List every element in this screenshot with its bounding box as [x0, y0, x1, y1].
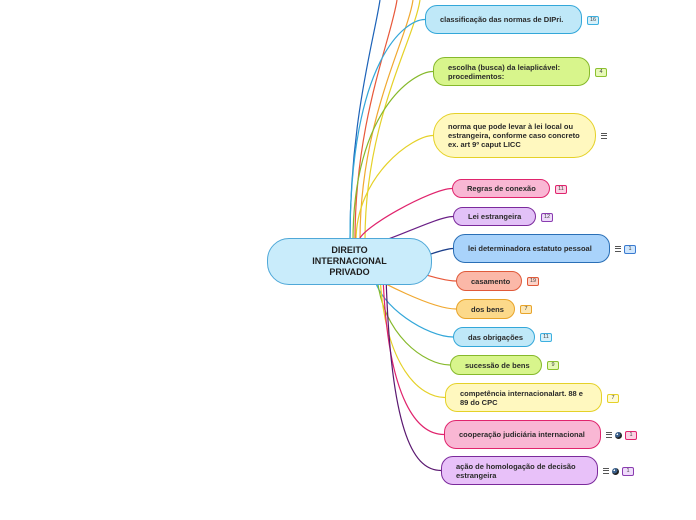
- subtopic-count-badge[interactable]: 19: [527, 277, 540, 286]
- subtopic-count-badge[interactable]: 1: [622, 466, 634, 476]
- note-icon[interactable]: [615, 245, 621, 252]
- branch-connector: [349, 18, 426, 242]
- branch-connector: [355, 134, 434, 242]
- branch-topic-label: cooperação judiciária internacional: [459, 430, 585, 439]
- offscreen-branch-line: [364, 0, 421, 241]
- note-icon[interactable]: [606, 431, 612, 438]
- branch-topic-label: Lei estrangeira: [468, 212, 522, 221]
- branch-topic[interactable]: lei determinadora estatuto pessoal: [453, 234, 610, 263]
- branch-topic-label: dos bens: [471, 304, 504, 314]
- subtopic-count-badge[interactable]: 12: [541, 212, 554, 222]
- branch-topic-label: classificação das normas de DIPri.: [440, 15, 564, 24]
- note-icon[interactable]: [603, 467, 609, 474]
- subtopic-count-badge[interactable]: 11: [540, 333, 552, 342]
- offscreen-branch-line: [354, 0, 398, 241]
- branch-connector: [385, 275, 442, 472]
- branch-topic[interactable]: cooperação judiciária internacional: [444, 420, 601, 449]
- branch-topic[interactable]: dos bens: [456, 299, 515, 319]
- branch-topic[interactable]: competência internacionalart. 88 e 89 do…: [445, 383, 602, 412]
- note-icon[interactable]: [601, 132, 607, 139]
- offscreen-branch-line: [359, 0, 414, 241]
- branch-topic[interactable]: casamento: [456, 271, 522, 291]
- branch-connector: [352, 70, 434, 242]
- central-topic[interactable]: DIREITO INTERNACIONAL PRIVADO: [267, 238, 432, 285]
- branch-topic[interactable]: Regras de conexão: [452, 179, 550, 198]
- subtopic-count-badge[interactable]: 4: [595, 67, 607, 77]
- subtopic-count-badge[interactable]: 11: [555, 184, 567, 194]
- branch-topic[interactable]: escolha (busca) da leiaplicável: procedi…: [433, 57, 590, 86]
- branch-connector: [376, 275, 451, 366]
- branch-topic[interactable]: ação de homologação de decisão estrangei…: [441, 456, 598, 485]
- subtopic-count-badge[interactable]: 1: [624, 244, 636, 254]
- branch-connector: [379, 275, 446, 399]
- branch-topic[interactable]: norma que pode levar à lei local ou estr…: [433, 113, 596, 158]
- branch-topic[interactable]: classificação das normas de DIPri.: [425, 5, 582, 34]
- branch-topic-label: ação de homologação de decisão estrangei…: [456, 461, 576, 480]
- branch-topic-label: casamento: [471, 276, 511, 286]
- branch-connector: [382, 275, 445, 436]
- branch-topic-label: escolha (busca) da leiaplicável: procedi…: [448, 62, 561, 81]
- central-topic-label: DIREITO INTERNACIONAL PRIVADO: [312, 245, 387, 277]
- branch-connector: [358, 187, 453, 242]
- branch-topic-label: Regras de conexão: [467, 184, 536, 193]
- branch-topic[interactable]: sucessão de bens: [450, 355, 542, 375]
- subtopic-count-badge[interactable]: 7: [607, 393, 619, 403]
- branch-topic-label: das obrigações: [468, 332, 524, 342]
- branch-topic[interactable]: das obrigações: [453, 327, 535, 347]
- branch-topic-label: sucessão de bens: [465, 360, 530, 370]
- subtopic-count-badge[interactable]: 16: [587, 15, 600, 25]
- branch-topic-label: competência internacionalart. 88 e 89 do…: [460, 388, 583, 407]
- branch-topic[interactable]: Lei estrangeira: [453, 207, 536, 226]
- branch-topic-label: lei determinadora estatuto pessoal: [468, 244, 592, 253]
- subtopic-count-badge[interactable]: 9: [547, 361, 559, 370]
- subtopic-count-badge[interactable]: 7: [520, 305, 532, 314]
- branch-topic-label: norma que pode levar à lei local ou estr…: [448, 122, 580, 149]
- link-globe-icon[interactable]: [615, 431, 622, 439]
- subtopic-count-badge[interactable]: 1: [625, 430, 637, 440]
- branch-connector: [373, 275, 454, 338]
- link-globe-icon[interactable]: [612, 467, 619, 475]
